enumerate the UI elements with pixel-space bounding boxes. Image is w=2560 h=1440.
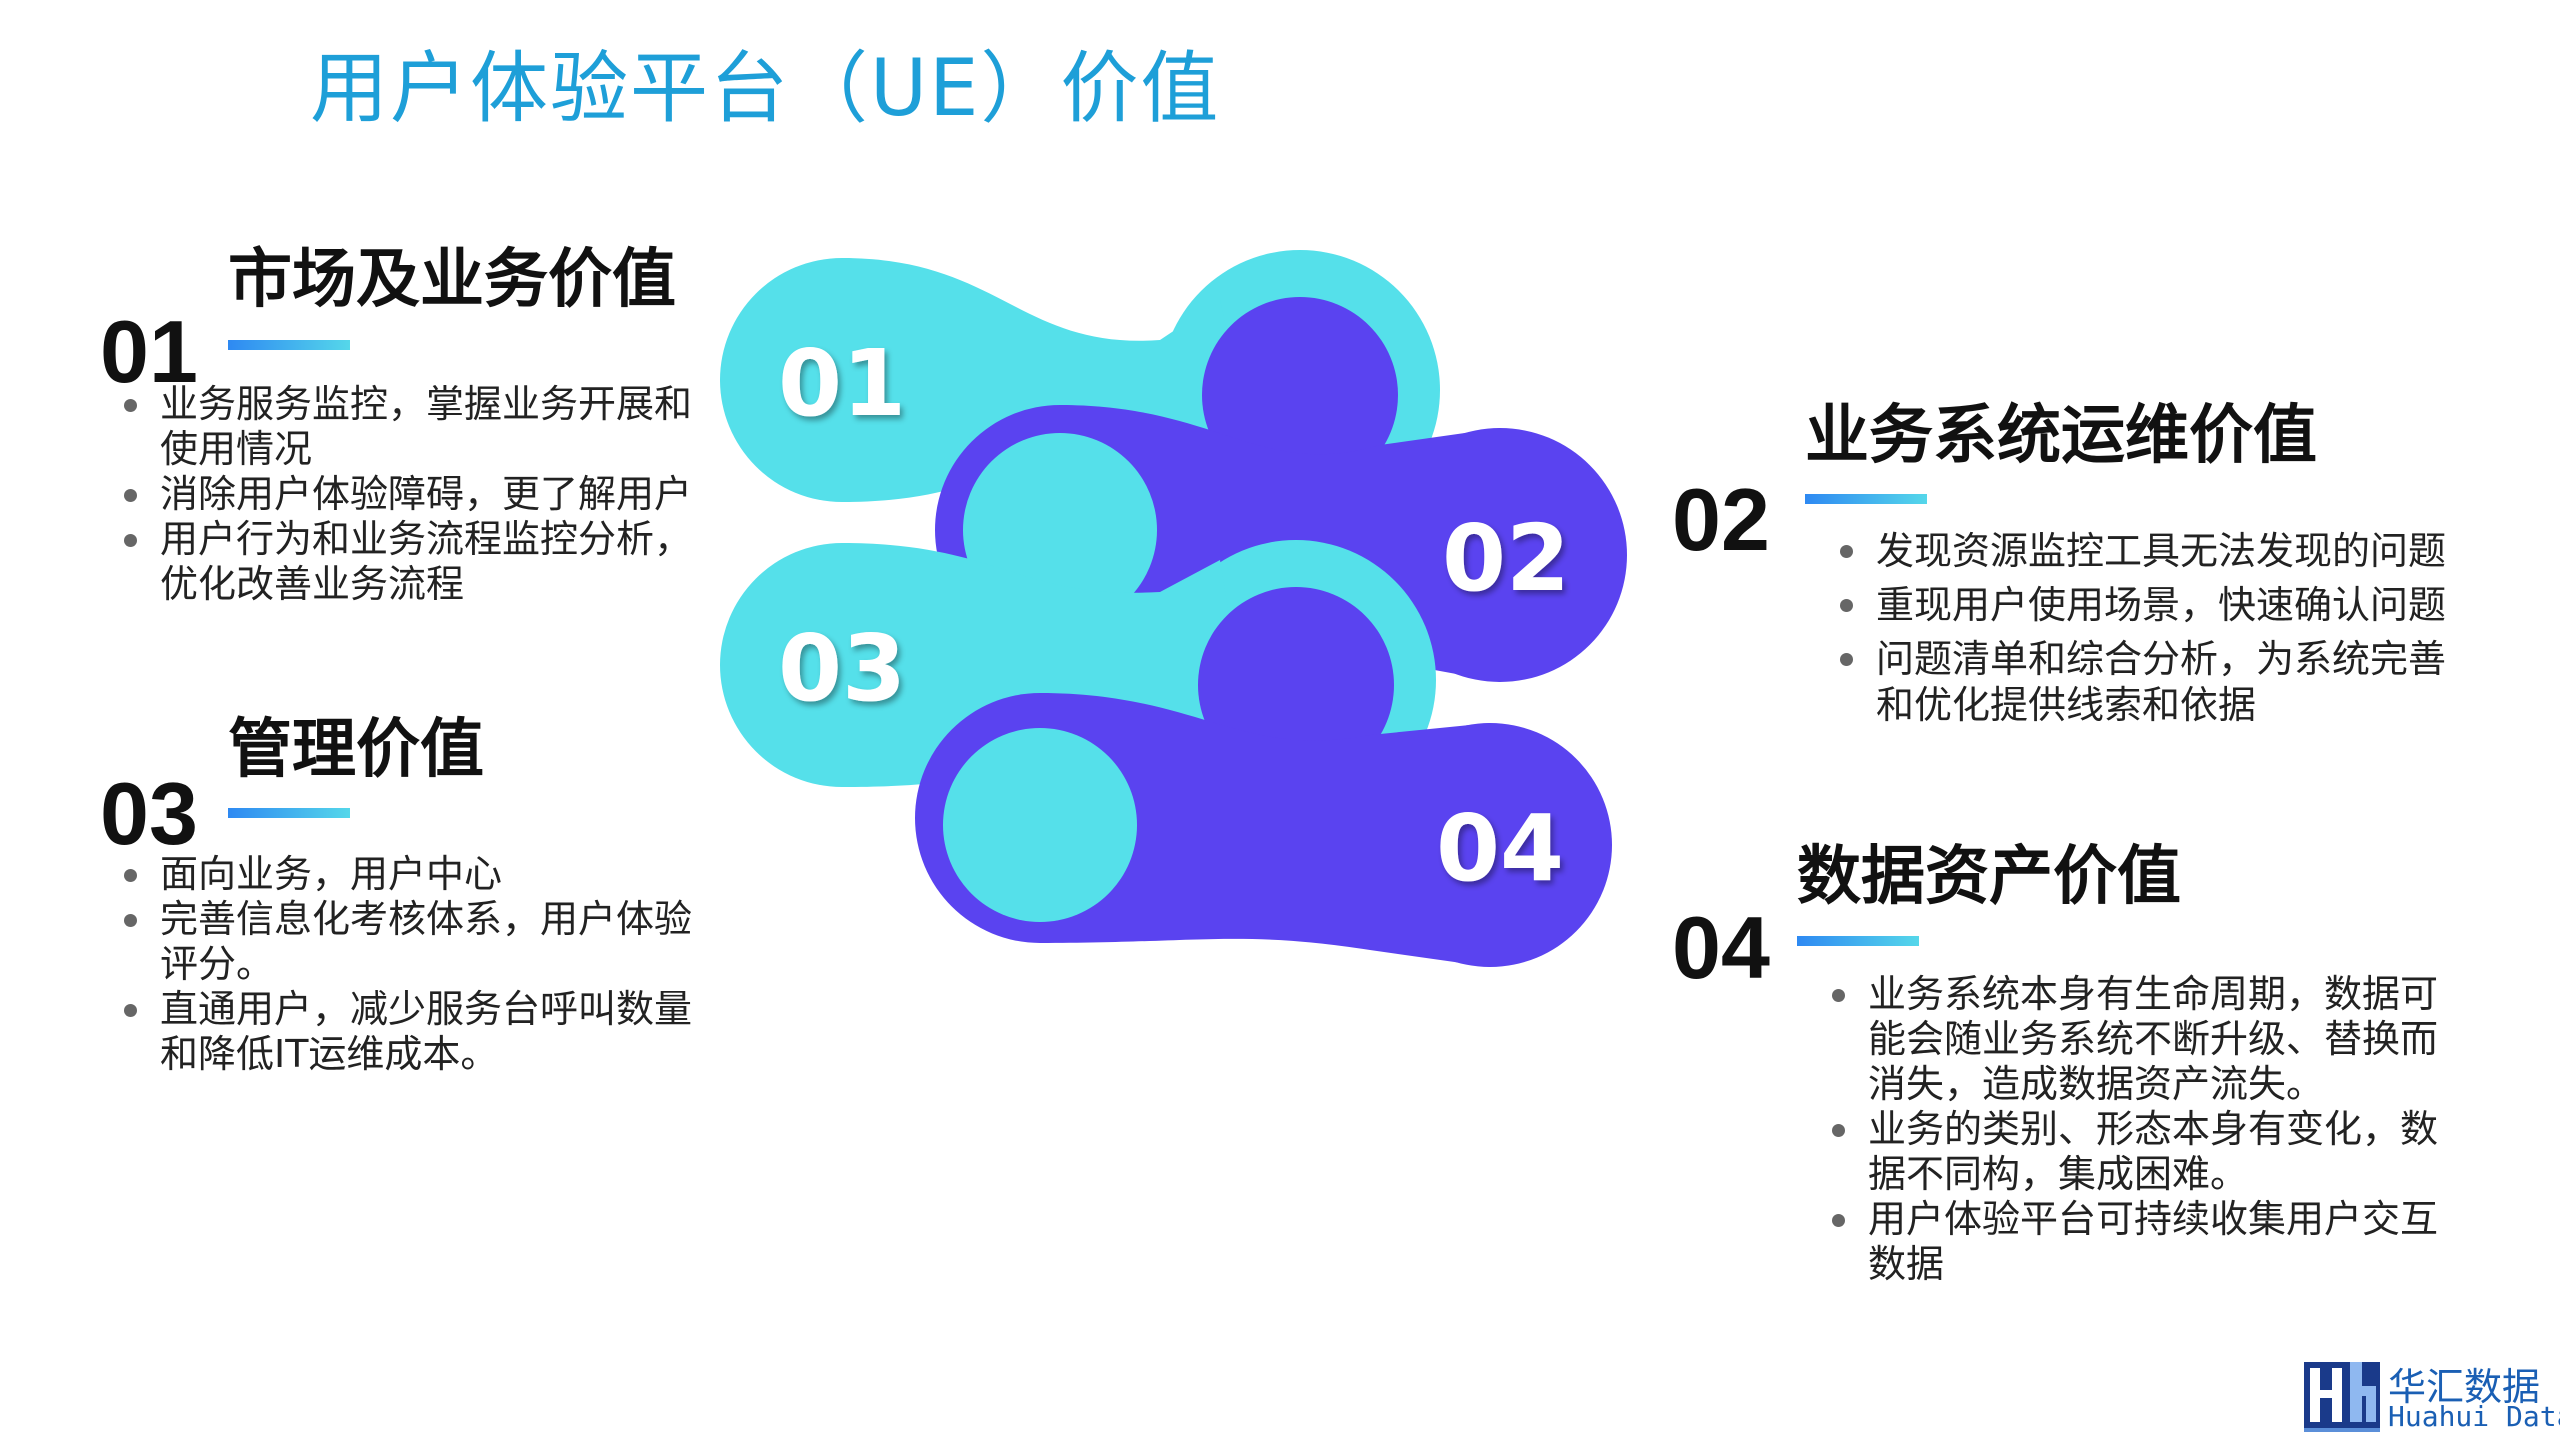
- list-item: 消除用户体验障碍，更了解用户: [124, 472, 704, 517]
- section-heading: 管理价值: [228, 713, 484, 787]
- section-number: 02: [1672, 470, 1770, 569]
- list-item: 面向业务，用户中心: [124, 852, 704, 897]
- heading-underline: [228, 808, 350, 818]
- bullet-list: 面向业务，用户中心 完善信息化考核体系，用户体验评分。 直通用户，减少服务台呼叫…: [124, 852, 704, 1077]
- section-number: 04: [1672, 898, 1770, 997]
- graphic-label-02: 02: [1442, 505, 1570, 612]
- list-item: 用户体验平台可持续收集用户交互数据: [1832, 1197, 2444, 1287]
- heading-underline: [228, 340, 350, 350]
- logo-text-en: Huahui Data: [2388, 1400, 2560, 1433]
- bullet-list: 发现资源监控工具无法发现的问题 重现用户使用场景，快速确认问题 问题清单和综合分…: [1840, 528, 2450, 728]
- list-item: 完善信息化考核体系，用户体验评分。: [124, 897, 704, 987]
- list-item: 业务系统本身有生命周期，数据可能会随业务系统不断升级、替换而消失，造成数据资产流…: [1832, 972, 2444, 1107]
- list-item: 业务服务监控，掌握业务开展和使用情况: [124, 382, 704, 472]
- graphic-label-04: 04: [1436, 795, 1564, 902]
- list-item: 问题清单和综合分析，为系统完善和优化提供线索和依据: [1840, 636, 2450, 728]
- bullet-list: 业务服务监控，掌握业务开展和使用情况 消除用户体验障碍，更了解用户 用户行为和业…: [124, 382, 704, 607]
- graphic-label-01: 01: [778, 330, 906, 437]
- list-item: 直通用户，减少服务台呼叫数量和降低IT运维成本。: [124, 987, 704, 1077]
- section-heading: 数据资产价值: [1797, 840, 2181, 914]
- bullet-list: 业务系统本身有生命周期，数据可能会随业务系统不断升级、替换而消失，造成数据资产流…: [1832, 972, 2444, 1287]
- logo-text-cn: 华汇数据: [2388, 1365, 2541, 1409]
- section-number: 01: [100, 302, 198, 401]
- band-04: 04: [915, 693, 1612, 967]
- section-heading: 业务系统运维价值: [1805, 399, 2317, 473]
- section-number: 03: [100, 764, 198, 863]
- list-item: 业务的类别、形态本身有变化，数据不同构，集成困难。: [1832, 1107, 2444, 1197]
- heading-underline: [1805, 494, 1927, 504]
- logo-mark-icon: [2304, 1362, 2380, 1432]
- list-item: 用户行为和业务流程监控分析，优化改善业务流程: [124, 517, 704, 607]
- company-logo: 华汇数据 Huahui Data: [2302, 1356, 2560, 1436]
- heading-underline: [1797, 936, 1919, 946]
- graphic-label-03: 03: [778, 615, 906, 722]
- list-item: 发现资源监控工具无法发现的问题: [1840, 528, 2450, 574]
- section-heading: 市场及业务价值: [228, 243, 676, 317]
- linked-circles-graphic: 01 02 03 04: [720, 250, 1627, 967]
- list-item: 重现用户使用场景，快速确认问题: [1840, 582, 2450, 628]
- page-title: 用户体验平台（UE）价值: [310, 44, 1221, 134]
